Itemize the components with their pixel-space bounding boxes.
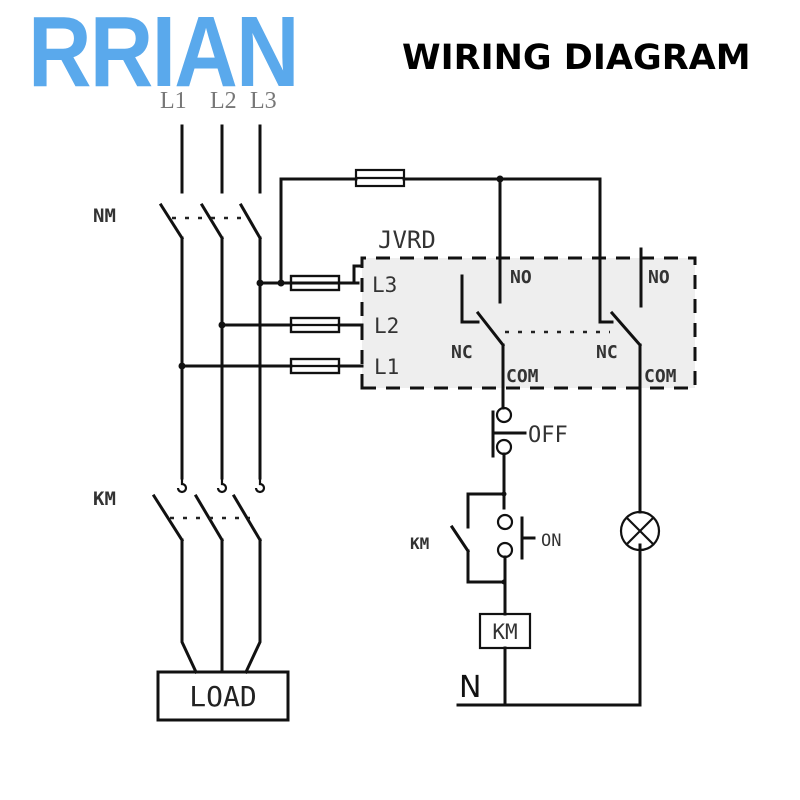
indicator-lamp-icon (619, 394, 661, 552)
contact-1-nc-label: NC (451, 342, 473, 363)
breaker-label: NM (93, 205, 116, 227)
relay-input-l2: L2 (374, 314, 399, 338)
load-label: LOAD (189, 680, 256, 713)
aux-contact-label: KM (410, 534, 429, 553)
load-conductors (180, 538, 262, 674)
brand-logo: RRIAN (28, 0, 300, 108)
on-button-label: ON (541, 531, 561, 551)
contactor-label: KM (93, 488, 116, 510)
supply-label-l3: L3 (250, 88, 277, 114)
contact-2-nc-label: NC (596, 342, 618, 363)
neutral-label: N (459, 670, 481, 705)
supply-label-l2: L2 (210, 88, 237, 114)
contactor-fixed-contacts (176, 478, 266, 494)
diagram-title: WIRING DIAGRAM (402, 38, 751, 78)
supply-lines (180, 124, 262, 194)
contact-1-no-label: NO (510, 267, 532, 288)
breaker-nm-switch (158, 202, 263, 241)
relay-contact-1 (460, 274, 506, 398)
relay-input-l3: L3 (372, 273, 397, 297)
relay-contact-2 (609, 247, 643, 398)
neutral-bus (456, 543, 642, 707)
on-pushbutton (496, 513, 536, 616)
relay-input-l1: L1 (374, 355, 399, 379)
control-branch (449, 452, 507, 585)
load-box (156, 670, 290, 722)
relay-name: JVRD (378, 226, 436, 254)
off-button-label: OFF (528, 423, 568, 448)
contact-2-com-label: COM (644, 366, 677, 387)
contact-1-com-label: COM (506, 366, 539, 387)
control-supply (279, 168, 614, 324)
contactor-km-switch (151, 493, 263, 543)
off-pushbutton (491, 394, 527, 458)
coil-label: KM (492, 620, 517, 644)
supply-label-l1: L1 (160, 88, 187, 114)
phase-conductors (180, 236, 262, 480)
contact-2-no-label: NO (648, 267, 670, 288)
relay-box-outline (360, 256, 697, 390)
